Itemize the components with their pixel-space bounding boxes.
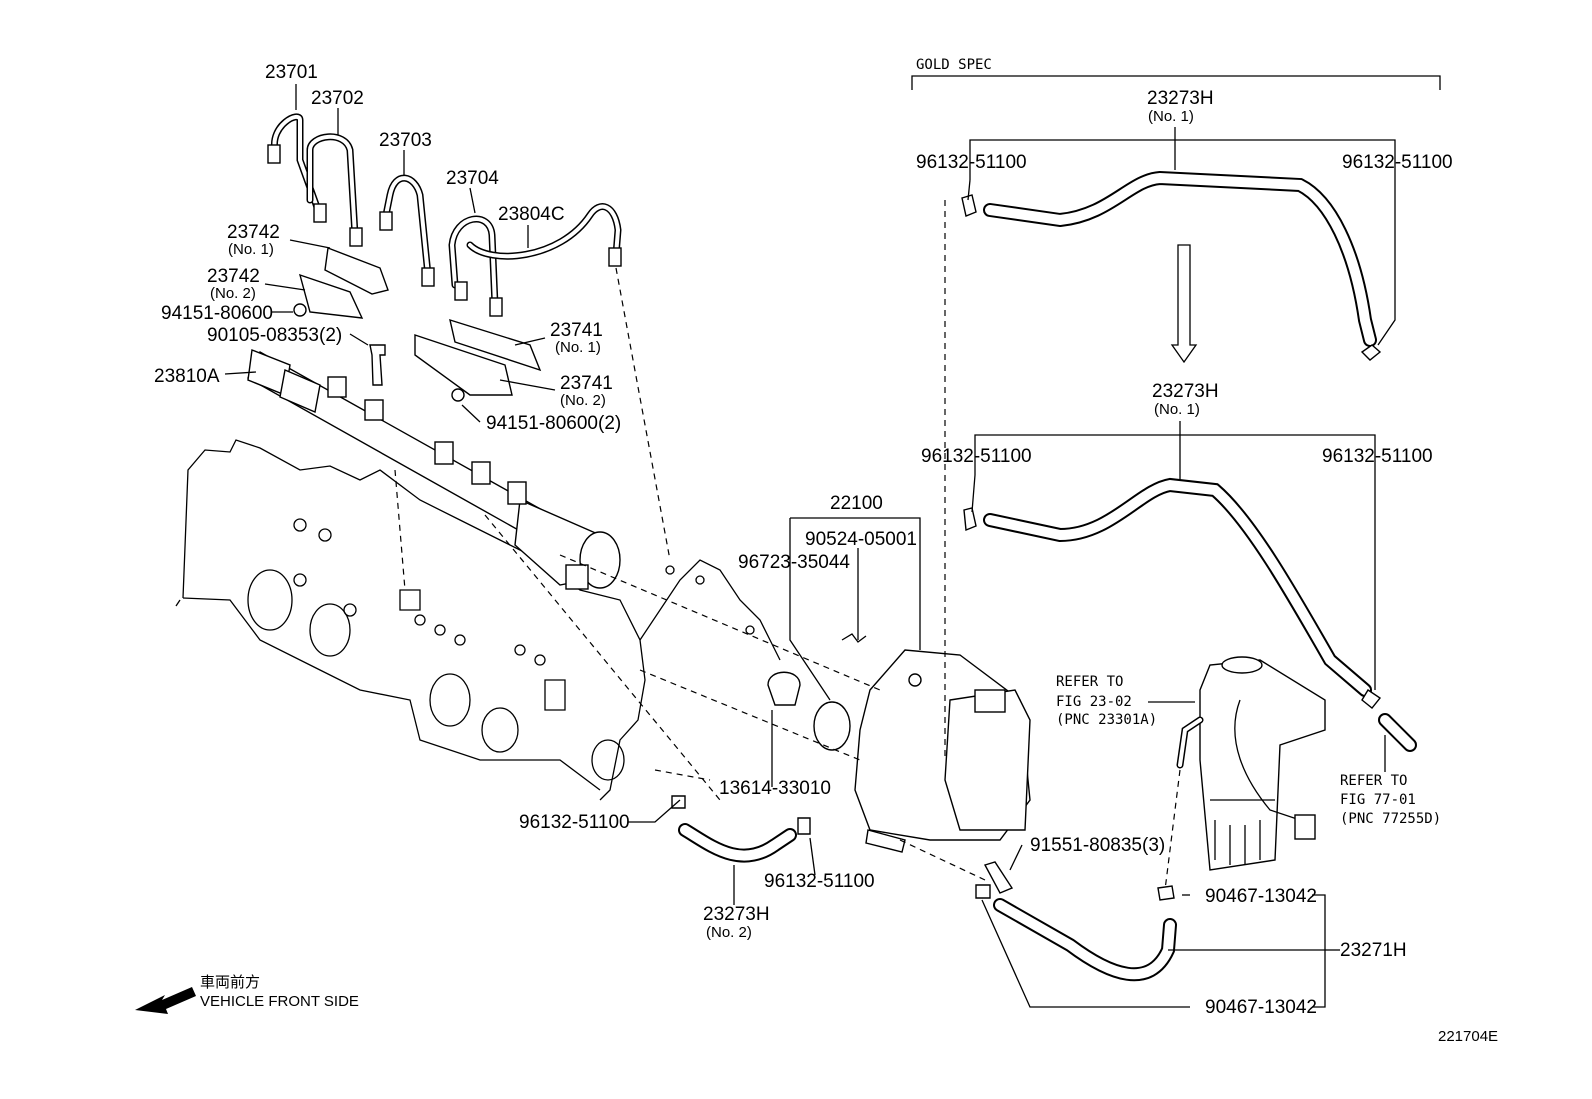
hose-clips [671, 194, 1382, 901]
label-22100: 22100 [830, 493, 883, 514]
label-refer-23-02-line3: (PNC 23301A) [1056, 712, 1157, 728]
label-front-jp: 車両前方 [200, 974, 260, 991]
label-23810a: 23810A [154, 366, 220, 387]
label-96132-top-right: 96132-51100 [1342, 152, 1453, 173]
down-arrow-icon [1170, 244, 1198, 364]
label-96132-mid-left: 96132-51100 [921, 446, 1032, 467]
figure-id: 221704E [1438, 1028, 1498, 1045]
label-refer-77-01-line3: (PNC 77255D) [1340, 811, 1441, 827]
label-23273h-mid: 23273H [1152, 381, 1219, 402]
label-23742-no1-sub: (No. 1) [228, 241, 274, 258]
label-90105: 90105-08353(2) [207, 325, 342, 346]
pipe-clamps [293, 247, 542, 402]
label-23701: 23701 [265, 62, 318, 83]
label-23273h-top: 23273H [1147, 88, 1214, 109]
label-23741-no2-sub: (No. 2) [560, 392, 606, 409]
label-23741-no1-sub: (No. 1) [555, 339, 601, 356]
label-23742-no1: 23742 [227, 222, 280, 243]
label-23702: 23702 [311, 88, 364, 109]
label-23273h-no2-sub: (No. 2) [706, 924, 752, 941]
label-23742-no2-sub: (No. 2) [210, 285, 256, 302]
label-refer-77-01-line1: REFER TO [1340, 773, 1407, 789]
part-labels: 23701 23702 23703 23704 23804C 23742 (No… [154, 57, 1498, 1045]
label-23742-no2: 23742 [207, 266, 260, 287]
supply-pump [767, 633, 1031, 894]
label-91551: 91551-80835(3) [1030, 835, 1165, 856]
label-96132-left1: 96132-51100 [519, 812, 630, 833]
label-23704: 23704 [446, 168, 499, 189]
hoses [678, 170, 1417, 982]
vehicle-front-arrow-icon [135, 987, 196, 1014]
label-90467-a: 90467-13042 [1205, 886, 1317, 907]
label-13614: 13614-33010 [719, 778, 831, 799]
injection-pipes [267, 113, 622, 317]
label-refer-77-01-line2: FIG 77-01 [1340, 792, 1416, 808]
label-23741-no2: 23741 [560, 373, 613, 394]
leader-lines [224, 75, 1441, 1008]
label-23804c: 23804C [498, 204, 565, 225]
label-90524: 90524-05001 [805, 529, 917, 550]
label-96132-top-left: 96132-51100 [916, 152, 1027, 173]
label-23741-no1: 23741 [550, 320, 603, 341]
label-23273h-mid-sub: (No. 1) [1154, 401, 1200, 418]
label-front-en: VEHICLE FRONT SIDE [200, 993, 359, 1010]
label-refer-23-02-line2: FIG 23-02 [1056, 694, 1132, 710]
label-23273h-top-sub: (No. 1) [1148, 108, 1194, 125]
label-gold-spec: GOLD SPEC [916, 57, 992, 73]
label-96132-mid-right: 96132-51100 [1322, 446, 1433, 467]
label-96723: 96723-35044 [738, 552, 850, 573]
label-23271h: 23271H [1340, 940, 1407, 961]
label-23273h-no2: 23273H [703, 904, 770, 925]
label-23703: 23703 [379, 130, 432, 151]
common-rail [247, 349, 621, 590]
label-94151-a: 94151-80600 [161, 303, 273, 324]
label-94151-b: 94151-80600(2) [486, 413, 621, 434]
assembly-lines [394, 200, 1181, 891]
fuel-filter [1176, 656, 1326, 871]
engine-block-outline [175, 439, 781, 801]
label-96132-left2: 96132-51100 [764, 871, 875, 892]
label-90467-b: 90467-13042 [1205, 997, 1317, 1018]
label-refer-23-02-line1: REFER TO [1056, 674, 1123, 690]
